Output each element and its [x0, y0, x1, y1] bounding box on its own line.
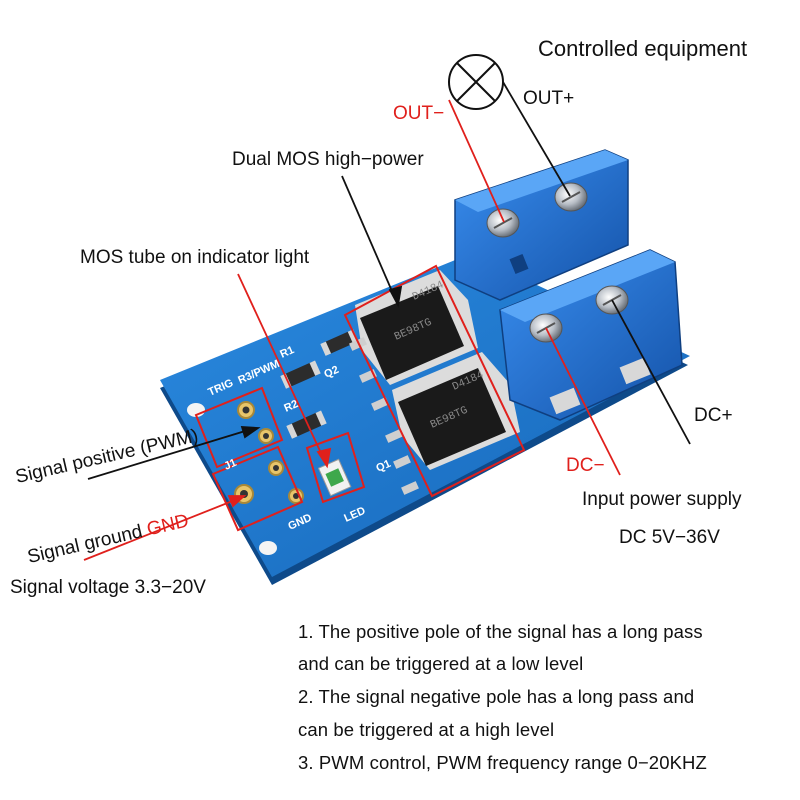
- smd-components: [280, 329, 359, 497]
- silk-q1: Q1: [374, 458, 392, 475]
- silk-q2: Q2: [322, 364, 340, 381]
- silk-r2: R2: [282, 398, 300, 415]
- dc-plus-label: DC+: [694, 405, 733, 426]
- mosfet-q2: [349, 270, 478, 411]
- input-terminal-block: [499, 249, 683, 421]
- led-box: [305, 431, 366, 504]
- load-lamp-icon: [448, 54, 504, 110]
- leader-lines: [83, 81, 691, 561]
- mounting-hole: [259, 541, 277, 555]
- resistor-r2: [289, 412, 324, 438]
- mosfet-q1: [385, 352, 520, 495]
- note-line-5: 3. PWM control, PWM frequency range 0−20…: [298, 752, 707, 773]
- resistor-r1: [323, 330, 355, 355]
- input-range-label: DC 5V−36V: [619, 527, 720, 548]
- note-line-4: can be triggered at a high level: [298, 719, 555, 740]
- signal-voltage-label: Signal voltage 3.3−20V: [10, 577, 206, 598]
- note-line-3: 2. The signal negative pole has a long p…: [298, 686, 695, 707]
- signal-pin-box: [194, 386, 284, 469]
- silk-j1: J1: [222, 457, 238, 473]
- gnd-pin-box: [211, 445, 304, 532]
- mos-indicator-label: MOS tube on indicator light: [80, 247, 310, 268]
- out-minus-label: OUT−: [393, 103, 445, 124]
- annotation-boxes: [194, 264, 526, 532]
- dual-mos-box: [343, 264, 526, 498]
- note-line-1: 1. The positive pole of the signal has a…: [298, 621, 703, 642]
- out-plus-label: OUT+: [523, 88, 575, 109]
- dc-minus-label: DC−: [566, 455, 605, 476]
- input-power-label: Input power supply: [582, 489, 742, 510]
- dual-mos-label: Dual MOS high−power: [232, 149, 424, 170]
- output-terminal-block: [454, 149, 629, 301]
- note-line-2: and can be triggered at a low level: [298, 653, 584, 674]
- controlled-equipment-label: Controlled equipment: [538, 36, 748, 61]
- resistor-r3: [283, 362, 318, 388]
- silk-r1: R1: [278, 344, 296, 361]
